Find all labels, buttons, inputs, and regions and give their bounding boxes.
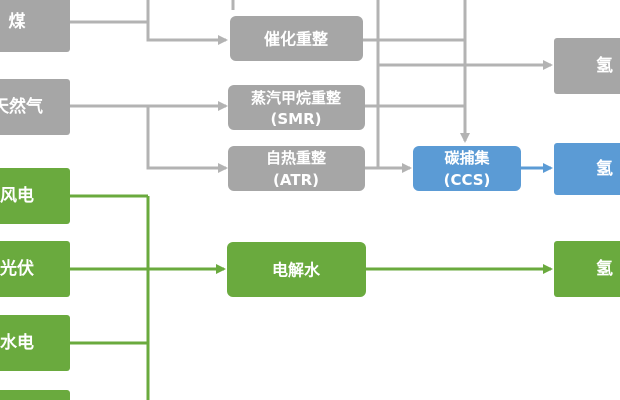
process-ccs-label: 碳捕集 bbox=[444, 149, 490, 167]
output-green-hydrogen-label: 氢 bbox=[596, 258, 613, 279]
process-ccs-abbr: (CCS) bbox=[444, 171, 491, 189]
process-atr-label: 自热重整 bbox=[266, 149, 326, 167]
source-natural-gas-label: 天然气 bbox=[0, 96, 43, 117]
source-coal-label: 煤 bbox=[9, 11, 26, 32]
source-solar: 光伏 bbox=[0, 241, 70, 297]
process-catalytic-reforming: 催化重整 bbox=[230, 16, 363, 61]
process-electrolysis-label: 电解水 bbox=[272, 261, 321, 280]
process-smr-label: 蒸汽甲烷重整 bbox=[251, 89, 341, 107]
source-natural-gas: 天然气 bbox=[0, 79, 70, 135]
source-wind-label: 风电 bbox=[0, 185, 34, 206]
source-coal: 煤 bbox=[0, 0, 70, 52]
process-atr: 自热重整 (ATR) bbox=[228, 146, 365, 191]
source-wind: 风电 bbox=[0, 168, 70, 224]
process-smr: 蒸汽甲烷重整 (SMR) bbox=[228, 85, 365, 130]
process-ccs: 碳捕集 (CCS) bbox=[413, 146, 521, 191]
process-catalytic-reforming-label: 催化重整 bbox=[264, 30, 328, 49]
output-blue-hydrogen: 氢 bbox=[554, 143, 620, 195]
process-atr-abbr: (ATR) bbox=[273, 171, 319, 189]
output-blue-hydrogen-label: 氢 bbox=[596, 158, 613, 179]
source-hydro: 水电 bbox=[0, 315, 70, 371]
source-hydro-label: 水电 bbox=[0, 332, 34, 353]
gray-connectors bbox=[70, 0, 553, 173]
source-solar-label: 光伏 bbox=[0, 258, 34, 279]
green-connectors bbox=[70, 194, 553, 400]
output-gray-hydrogen: 氢 bbox=[554, 38, 620, 94]
source-partial-bottom bbox=[0, 390, 70, 400]
output-gray-hydrogen-label: 氢 bbox=[596, 55, 613, 76]
process-electrolysis: 电解水 bbox=[227, 242, 366, 297]
process-smr-abbr: (SMR) bbox=[271, 110, 322, 128]
coal-connector-line bbox=[70, 20, 228, 45]
output-green-hydrogen: 氢 bbox=[554, 241, 620, 297]
gas-to-atr-line bbox=[146, 106, 228, 173]
